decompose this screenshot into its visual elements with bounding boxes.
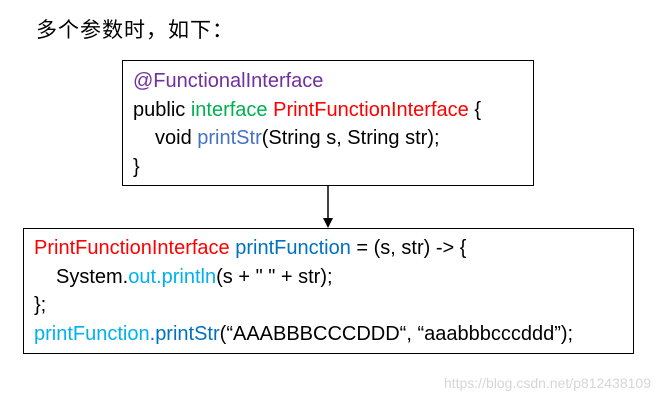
println-args: (s + " " + str); <box>216 265 333 288</box>
code-line-close: } <box>133 153 533 182</box>
keyword-interface: interface <box>190 98 268 121</box>
close-brace: } <box>133 155 140 178</box>
code-line-println: System.out.println(s + " " + str); <box>34 263 633 292</box>
call-method: printStr <box>155 322 220 345</box>
annotation-token: @FunctionalInterface <box>133 70 324 92</box>
code-line-declaration: public interface PrintFunctionInterface … <box>133 96 533 125</box>
lambda-close: }; <box>34 294 47 316</box>
down-arrow-icon <box>323 186 333 228</box>
keyword-void: void <box>155 127 192 149</box>
code-line-method: void printStr(String s, String str); <box>133 124 533 153</box>
lambda-head: = (s, str) -> { <box>356 237 467 259</box>
call-args: (“AAABBBCCCDDD“, “aaabbbcccddd”); <box>219 322 574 345</box>
type-name: PrintFunctionInterface <box>34 237 230 259</box>
keyword-public: public <box>133 98 186 121</box>
variable-name: printFunction <box>235 237 351 259</box>
call-dot: . <box>149 322 156 345</box>
code-line-annotation: @FunctionalInterface <box>133 67 533 96</box>
method-params: (String s, String str); <box>261 127 440 149</box>
method-name: printStr <box>197 127 262 149</box>
interface-code-box: @FunctionalInterface public interface Pr… <box>122 60 534 186</box>
usage-code-box: PrintFunctionInterface printFunction = (… <box>23 228 634 354</box>
dot-token: . <box>156 265 162 288</box>
code-line-call: printFunction.printStr(“AAABBBCCCDDD“, “… <box>34 320 633 349</box>
out-token: out <box>128 265 157 288</box>
open-brace: { <box>474 98 482 121</box>
watermark-text: https://blog.csdn.net/p812438109 <box>443 375 651 391</box>
interface-name: PrintFunctionInterface <box>273 98 469 121</box>
heading-text: 多个参数时，如下： <box>36 18 234 42</box>
code-line-lambda-close: }; <box>34 291 633 320</box>
code-line-assignment: PrintFunctionInterface printFunction = (… <box>34 234 633 263</box>
system-token: System. <box>56 265 129 288</box>
call-variable: printFunction <box>34 322 150 345</box>
println-token: println <box>161 265 217 288</box>
